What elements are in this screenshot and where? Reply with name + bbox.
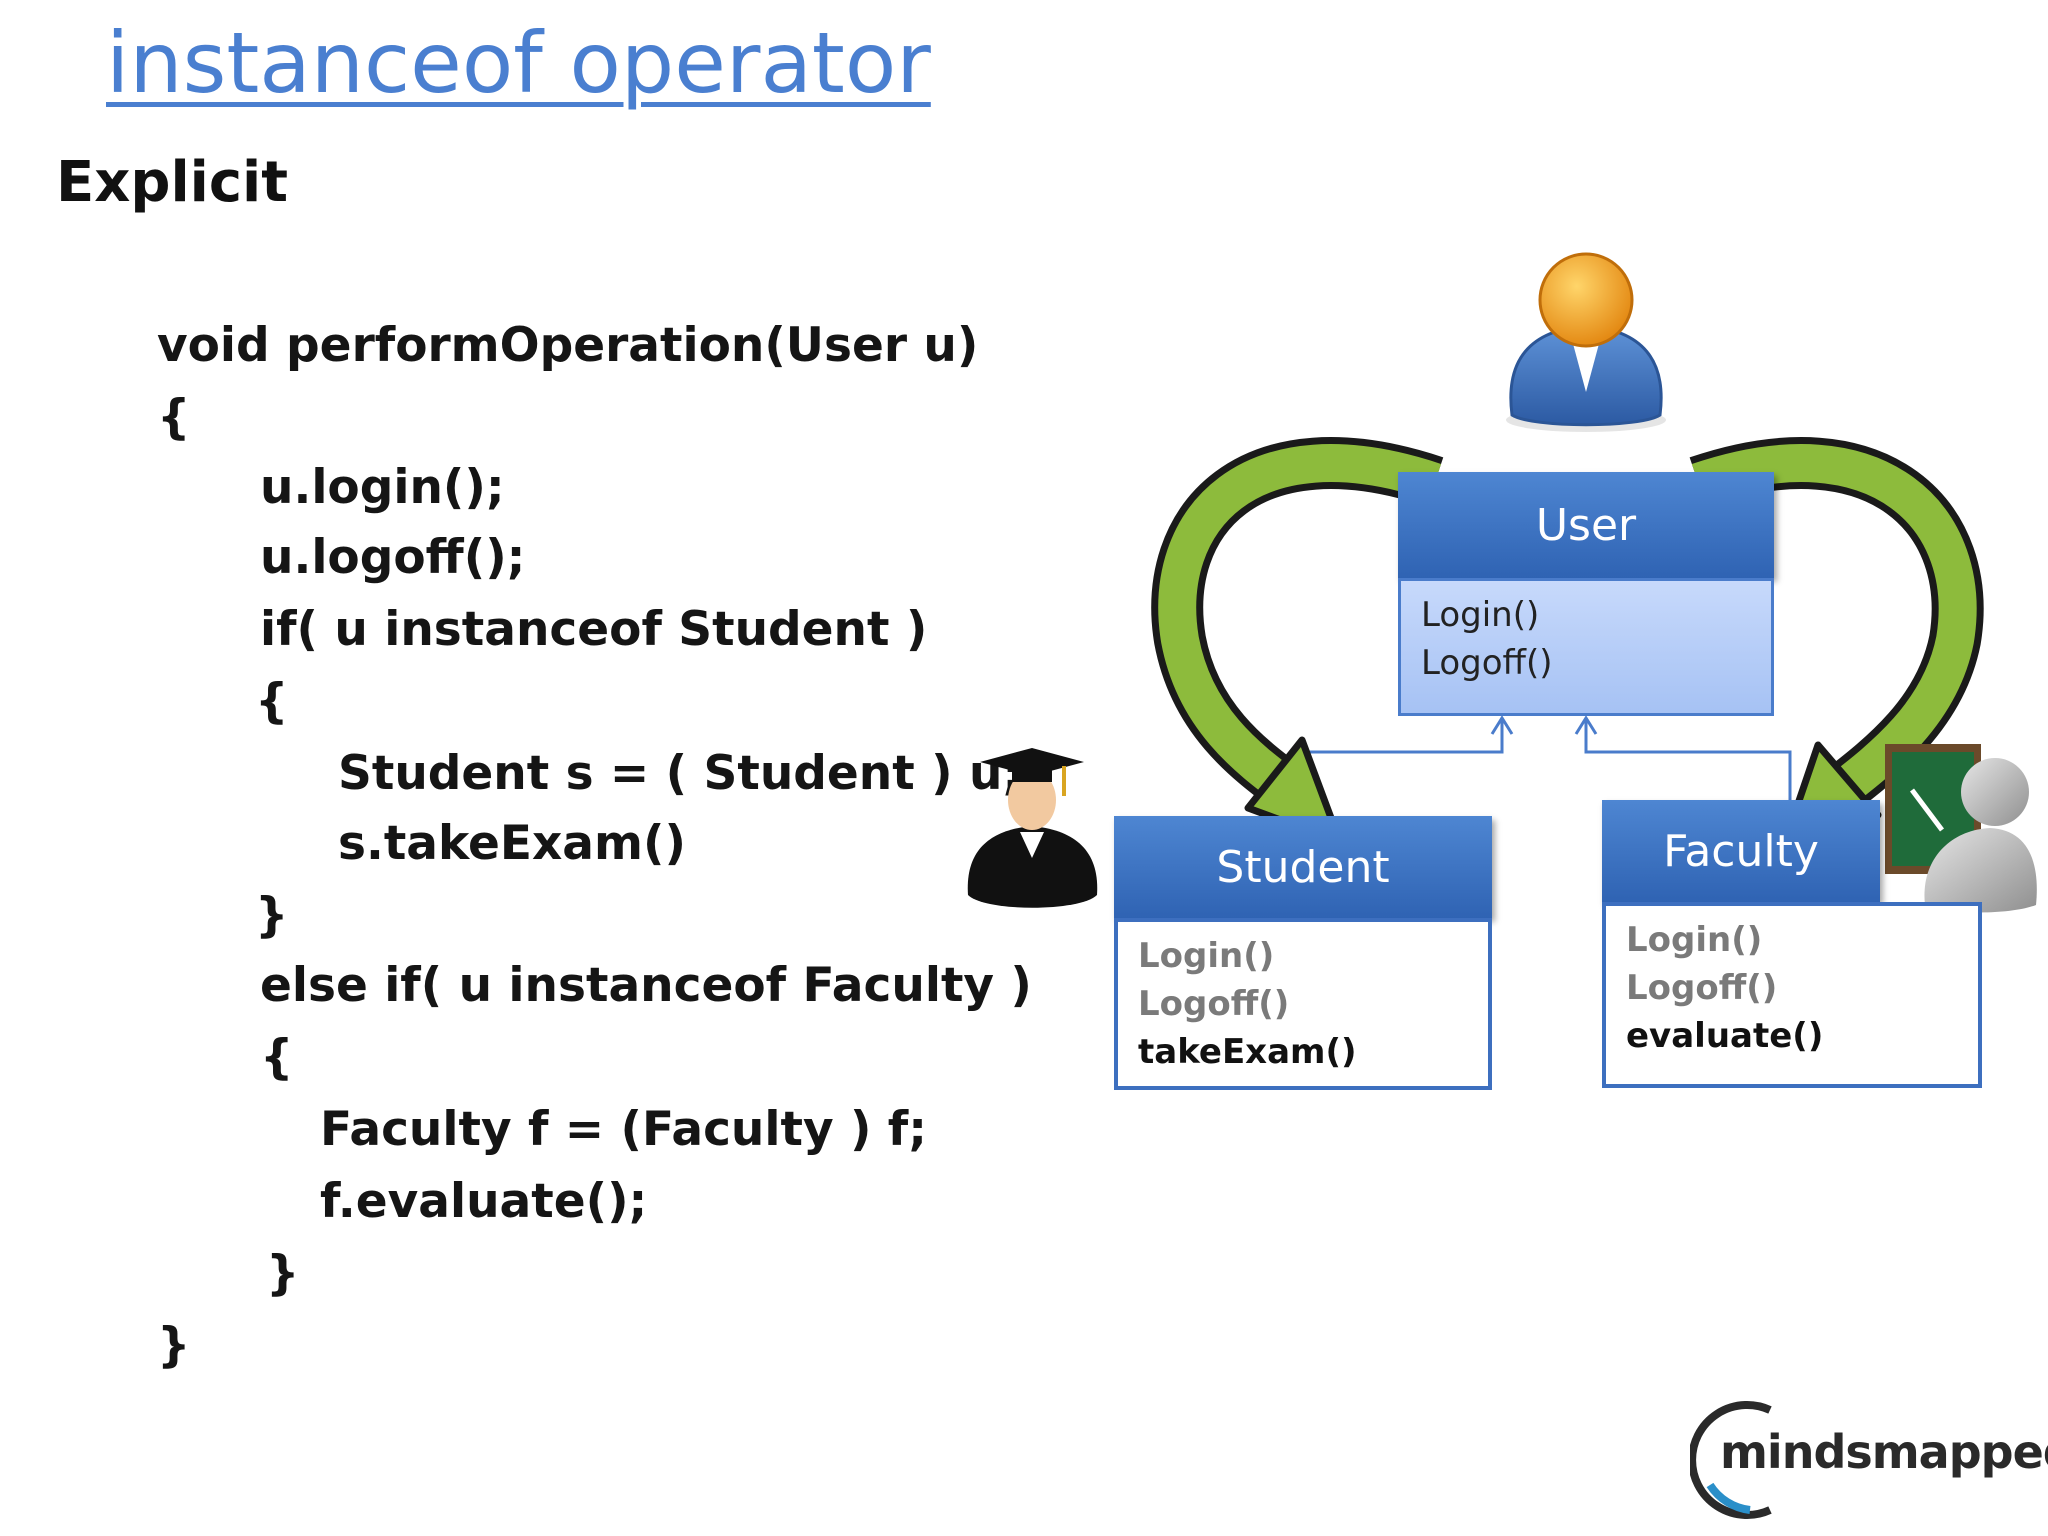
- logo-text: mindsmapped: [1720, 1425, 2048, 1479]
- code-line: {: [260, 1030, 294, 1085]
- faculty-arrowhead: [1574, 715, 1598, 735]
- user-class-header: User: [1398, 472, 1774, 578]
- code-line: else if( u instanceof Faculty ): [260, 958, 1032, 1013]
- page-title: instanceof operator: [106, 14, 931, 112]
- student-arrowhead: [1490, 715, 1514, 735]
- user-avatar-icon: [1506, 252, 1666, 432]
- student-class-header: Student: [1114, 816, 1492, 918]
- student-class-body: Login() Logoff() takeExam(): [1114, 918, 1492, 1090]
- code-line: if( u instanceof Student ): [260, 602, 928, 657]
- curved-arrow-icon: [1151, 437, 1444, 846]
- student-method-takeexam: takeExam(): [1138, 1032, 1357, 1072]
- graduate-icon: [967, 748, 1098, 908]
- faculty-inheritance-line: [1584, 718, 1792, 800]
- code-line: {: [157, 390, 191, 445]
- code-line: }: [157, 1318, 191, 1373]
- teacher-icon: [1885, 744, 2037, 913]
- code-line: }: [255, 888, 289, 943]
- code-line: Faculty f = (Faculty ) f;: [320, 1102, 928, 1157]
- faculty-method-logoff: Logoff(): [1626, 968, 1778, 1008]
- page-subtitle: Explicit: [56, 150, 289, 215]
- faculty-method-evaluate: evaluate(): [1626, 1016, 1824, 1056]
- user-method-login: Login(): [1421, 595, 1540, 635]
- student-method-logoff: Logoff(): [1138, 984, 1290, 1024]
- code-line: void performOperation(User u): [157, 318, 979, 373]
- user-method-logoff: Logoff(): [1421, 643, 1553, 683]
- inheritance-lines: [1308, 715, 1792, 800]
- faculty-class-body: Login() Logoff() evaluate(): [1602, 902, 1982, 1088]
- code-line: u.logoff();: [260, 530, 526, 585]
- user-class-body: Login() Logoff(): [1398, 578, 1774, 716]
- faculty-method-login: Login(): [1626, 920, 1763, 960]
- code-line: }: [266, 1246, 300, 1301]
- faculty-class-header: Faculty: [1602, 800, 1880, 902]
- code-line: Student s = ( Student ) u;: [338, 746, 1022, 801]
- student-inheritance-line: [1308, 718, 1504, 754]
- mindsmapped-logo-icon: [1690, 1401, 1772, 1519]
- code-line: u.login();: [260, 460, 505, 515]
- code-line: s.takeExam(): [338, 816, 686, 871]
- code-line: f.evaluate();: [320, 1174, 648, 1229]
- student-method-login: Login(): [1138, 936, 1275, 976]
- code-line: {: [255, 674, 289, 729]
